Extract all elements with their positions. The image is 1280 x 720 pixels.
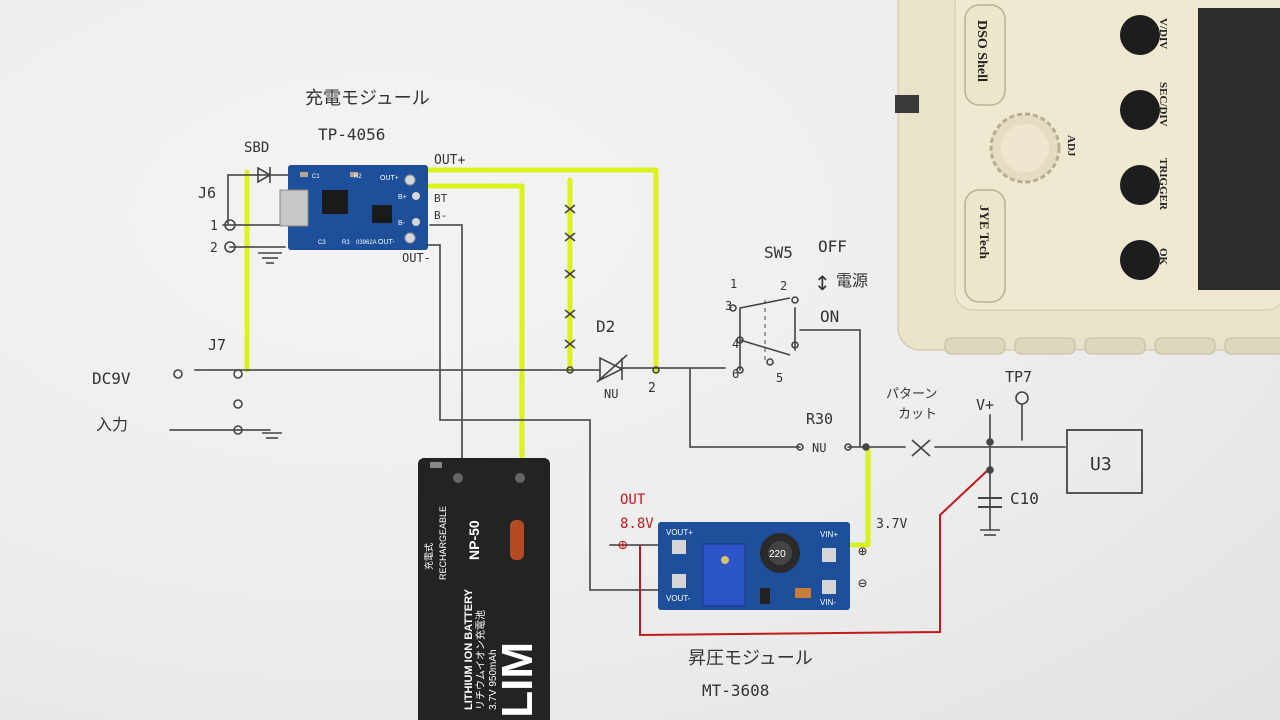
sw5-pin1: 1 [730, 277, 737, 291]
svg-text:C1: C1 [312, 174, 320, 180]
pin-out-minus: OUT- [402, 251, 431, 265]
svg-text:リチウムイオン充電池: リチウムイオン充電池 [474, 610, 487, 710]
j7-label: J7 [208, 336, 226, 354]
pattern-cut-line1: パターン [886, 387, 937, 402]
svg-text:SEC/DIV: SEC/DIV [1157, 82, 1169, 127]
svg-text:TRIGGER: TRIGGER [1157, 158, 1169, 211]
pin-out-plus: OUT+ [434, 153, 465, 168]
sw5-pin3: 3 [725, 299, 732, 313]
connector-pins [173, 219, 1029, 474]
ground-symbols [258, 252, 1000, 536]
svg-text:VIN-: VIN- [820, 598, 836, 607]
boost-module-pcb: 220 VOUT+ VOUT- VIN+ VIN- [658, 522, 850, 610]
d2-diode-symbol [596, 354, 628, 383]
r30-note: NU [812, 441, 826, 455]
svg-text:VIN+: VIN+ [820, 530, 838, 539]
u3-box [1066, 429, 1143, 494]
boost-out-line1: OUT [620, 492, 646, 508]
svg-text:R3: R3 [342, 240, 350, 246]
svg-text:RECHARGEABLE: RECHARGEABLE [438, 506, 448, 580]
d2-note: NU [604, 387, 618, 401]
u3-label: U3 [1090, 454, 1112, 475]
red-wire [639, 469, 989, 637]
sbd-label: SBD [244, 140, 269, 156]
svg-text:VOUT-: VOUT- [666, 594, 691, 603]
c10-label: C10 [1010, 489, 1039, 508]
sw5-off: OFF [818, 237, 847, 256]
svg-text:C3: C3 [318, 240, 326, 246]
boost-in-plus: ⊕ [858, 542, 867, 560]
vplus-label: V+ [976, 396, 994, 414]
d2-pin2: 2 [648, 381, 656, 396]
svg-text:LITHIUM ION BATTERY: LITHIUM ION BATTERY [463, 588, 475, 710]
dc-input-line1: DC9V [92, 369, 131, 388]
sw5-on: ON [820, 307, 839, 326]
svg-text:R2: R2 [354, 174, 362, 180]
sw5-pin2: 2 [780, 279, 787, 293]
charge-module-part: TP-4056 [318, 125, 385, 144]
svg-text:220: 220 [769, 549, 786, 560]
svg-text:DSO Shell: DSO Shell [974, 20, 989, 82]
cut-marks [564, 204, 931, 457]
sw5-label: SW5 [764, 243, 793, 262]
svg-text:OUT+: OUT+ [380, 175, 399, 182]
j6-pin1: 1 [210, 219, 218, 234]
sw5-pin5: 5 [776, 371, 783, 385]
d2-label: D2 [596, 317, 615, 336]
j6-pin2: 2 [210, 241, 218, 256]
pattern-cut-line2: カット [898, 407, 937, 422]
boost-out-plus: ⊕ [618, 535, 628, 554]
svg-text:ILIM: ILIM [493, 642, 542, 720]
battery: LITHIUM ION BATTERY リチウムイオン充電池 3.7V 950m… [418, 458, 550, 720]
charge-module-pcb: OUT+ OUT- B+ B- C3 R3 R2 C1 03962A [279, 165, 428, 250]
boost-module-part: MT-3608 [702, 681, 769, 700]
sw5-arrow: ↕ [814, 271, 831, 295]
sw5-pin6: 6 [732, 367, 739, 381]
charge-module-title: 充電モジュール [305, 88, 430, 109]
c10-capacitor [978, 497, 1002, 508]
pencil-wires [169, 174, 1066, 591]
boost-in-label: 3.7V [876, 517, 907, 532]
boost-module-title: 昇圧モジュール [688, 648, 813, 669]
sw5-pin4: 4 [732, 337, 739, 351]
highlight-wires [244, 167, 871, 548]
tp7-label: TP7 [1005, 368, 1032, 386]
svg-text:NP-50: NP-50 [466, 520, 482, 560]
svg-text:ADJ: ADJ [1065, 135, 1077, 157]
r30-label: R30 [806, 410, 833, 428]
sw5-power: 電源 [836, 271, 868, 290]
svg-text:充電式: 充電式 [423, 543, 434, 570]
svg-text:B-: B- [398, 220, 406, 227]
svg-text:B+: B+ [398, 194, 407, 201]
svg-text:OUT-: OUT- [378, 239, 395, 246]
boost-out-line2: 8.8V [620, 516, 654, 532]
pin-bt: BT [434, 192, 448, 205]
dso-shell: DSO Shell JYE Tech V/DIV SEC/DIV TRIGGER… [895, 0, 1280, 355]
svg-text:VOUT+: VOUT+ [666, 528, 693, 537]
boost-in-minus: ⊖ [858, 574, 867, 592]
sbd-diode-symbol [257, 166, 272, 184]
pin-b-minus: B- [434, 209, 447, 222]
svg-text:JYE Tech: JYE Tech [977, 205, 992, 260]
svg-text:V/DIV: V/DIV [1157, 18, 1169, 49]
svg-text:3.7V 950mAh: 3.7V 950mAh [488, 649, 499, 710]
svg-text:03962A: 03962A [356, 240, 377, 246]
dc-input-line2: 入力 [96, 415, 128, 434]
svg-text:OK: OK [1157, 248, 1169, 266]
j6-label: J6 [198, 184, 216, 202]
